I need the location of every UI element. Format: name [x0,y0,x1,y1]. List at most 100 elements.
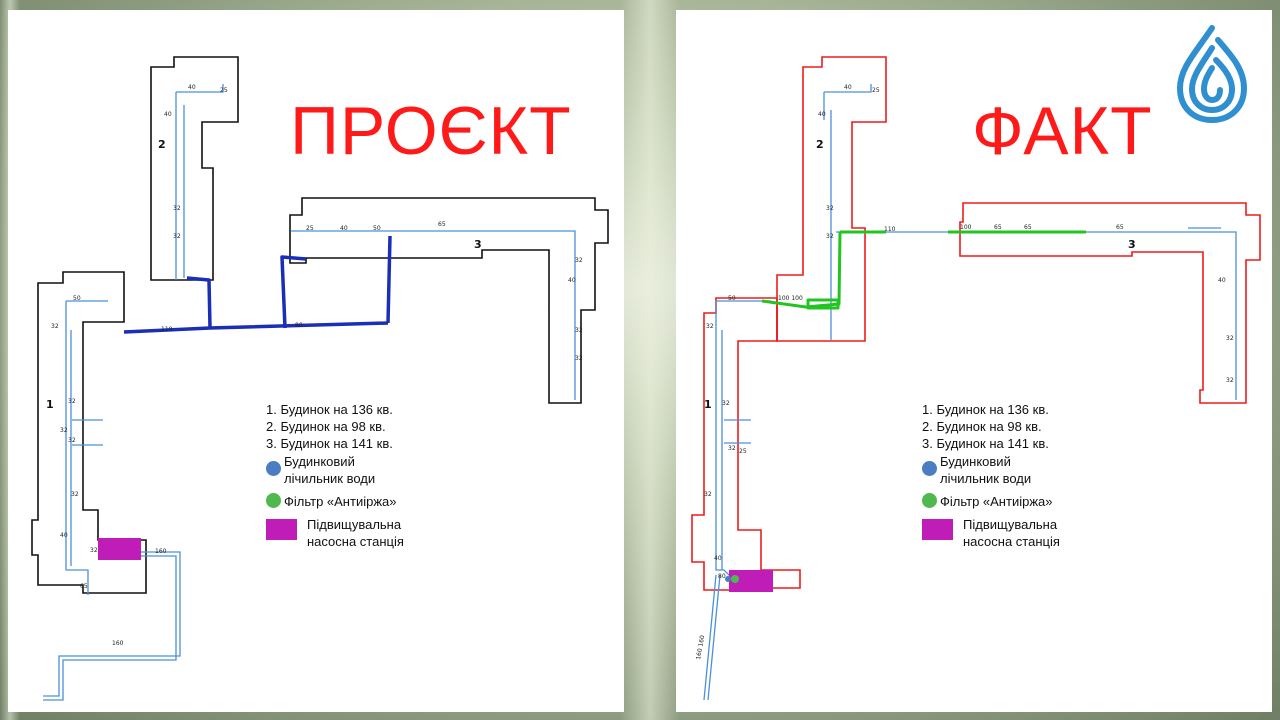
pump-label-2: насосна станція [963,534,1060,549]
legend-item-2: 2. Будинок на 98 кв. [266,419,386,434]
meter-label-1: Будинковий [940,454,1011,469]
building-label-1: 1 [704,398,712,411]
pipe-label: 40 [188,84,196,91]
pump-icon [266,519,297,540]
pipe-label: 100 100 [778,295,803,302]
water-pipes [703,84,1237,701]
pipe-label: 32 [51,323,59,330]
pipe-label: 32 [173,205,181,212]
pipe-label: 40 [340,225,348,232]
pipe-label: 160 [155,548,167,555]
pipe-label: 40 [568,277,576,284]
pipe-label: 32 [71,491,79,498]
building-label-3: 3 [1128,238,1136,251]
meter-icon [922,461,937,476]
pump-label-2: насосна станція [307,534,404,549]
pipe-label: 65 [1116,224,1124,231]
pipe-label: 160 160 [695,635,706,661]
actual-main-pipes [761,230,1086,310]
pipe-label: 25 [872,87,880,94]
pipe-label: 32 [1226,377,1234,384]
legend-design: 1. Будинок на 136 кв. 2. Будинок на 98 к… [266,401,404,550]
filter-icon [266,493,281,508]
design-site-plan: 2 1 3 160 160 110 80 65 50 50 25 25 40 4… [31,56,609,701]
meter-label-2: лічильник води [940,471,1032,486]
pipe-label: 50 [373,225,381,232]
pipe-label: 40 [164,111,172,118]
pipe-label: 25 [306,225,314,232]
actual-title: ФАКТ [972,93,1153,169]
pipe-label: 80 [718,573,726,580]
pipe-label: 32 [68,398,76,405]
building-3-outline [289,197,609,404]
legend-item-3: 3. Будинок на 141 кв. [922,436,1049,451]
filter-icon [922,493,937,508]
building-2-outline [150,56,239,281]
actual-site-plan: 2 1 3 160 160 110 100 100 100 80 65 65 6… [691,56,1261,701]
background-streak [620,0,680,720]
filter-label: Фільтр «Антиіржа» [284,494,397,509]
pipe-label: 32 [90,547,98,554]
pipe-label: 32 [722,400,730,407]
building-label-3: 3 [474,238,482,251]
legend-actual: 1. Будинок на 136 кв. 2. Будинок на 98 к… [922,401,1060,550]
pipe-label: 32 [60,427,68,434]
actual-plan-panel: 2 1 3 160 160 110 100 100 100 80 65 65 6… [676,10,1272,712]
pump-station-marker [98,538,141,560]
pipe-label: 110 [161,326,173,333]
meter-label-1: Будинковий [284,454,355,469]
pipe-label: 100 [960,224,972,231]
legend-item-1: 1. Будинок на 136 кв. [922,402,1049,417]
meter-icon [266,461,281,476]
pipe-label: 50 [728,295,736,302]
building-label-2: 2 [816,138,824,151]
pipe-label: 65 [1024,224,1032,231]
building-3-outline [959,202,1261,404]
legend-item-3: 3. Будинок на 141 кв. [266,436,393,451]
pipe-label: 32 [826,233,834,240]
design-title: ПРОЄКТ [290,93,572,169]
filter-marker [731,575,739,583]
pipe-label: 40 [60,532,68,539]
building-2-outline [776,56,887,342]
building-1-outline [691,297,801,591]
pipe-label: 25 [220,87,228,94]
design-plan-panel: 2 1 3 160 160 110 80 65 50 50 25 25 40 4… [8,10,624,712]
pipe-label: 25 [739,448,747,455]
filter-label: Фільтр «Антиіржа» [940,494,1053,509]
pump-label-1: Підвищувальна [307,517,402,532]
pipe-label: 32 [68,437,76,444]
pipe-label: 32 [1226,335,1234,342]
pipe-label: 50 [73,295,81,302]
pipe-label: 65 [80,583,88,590]
pipe-label: 32 [826,205,834,212]
water-drop-logo-icon [1176,25,1248,124]
building-outlines [691,56,1261,591]
legend-item-2: 2. Будинок на 98 кв. [922,419,1042,434]
building-label-1: 1 [46,398,54,411]
pipe-label: 32 [575,257,583,264]
water-pipes [43,84,576,701]
pump-label-1: Підвищувальна [963,517,1058,532]
pipe-label: 65 [438,221,446,228]
pipe-label: 80 [295,322,303,329]
pipe-label: 32 [706,323,714,330]
pipe-label: 65 [994,224,1002,231]
pipe-label: 40 [1218,277,1226,284]
pipe-label: 32 [575,355,583,362]
pump-station-marker [729,570,773,592]
pipe-label: 32 [728,445,736,452]
pipe-label: 40 [714,555,722,562]
pipe-label: 32 [173,233,181,240]
pump-icon [922,519,953,540]
pipe-label: 32 [575,327,583,334]
meter-label-2: лічильник води [284,471,376,486]
pipe-label: 40 [844,84,852,91]
legend-item-1: 1. Будинок на 136 кв. [266,402,393,417]
building-label-2: 2 [158,138,166,151]
pipe-label: 32 [704,491,712,498]
pipe-label: 40 [818,111,826,118]
meter-marker [725,576,731,582]
pipe-label: 110 [884,226,896,233]
design-main-pipes [123,235,392,334]
